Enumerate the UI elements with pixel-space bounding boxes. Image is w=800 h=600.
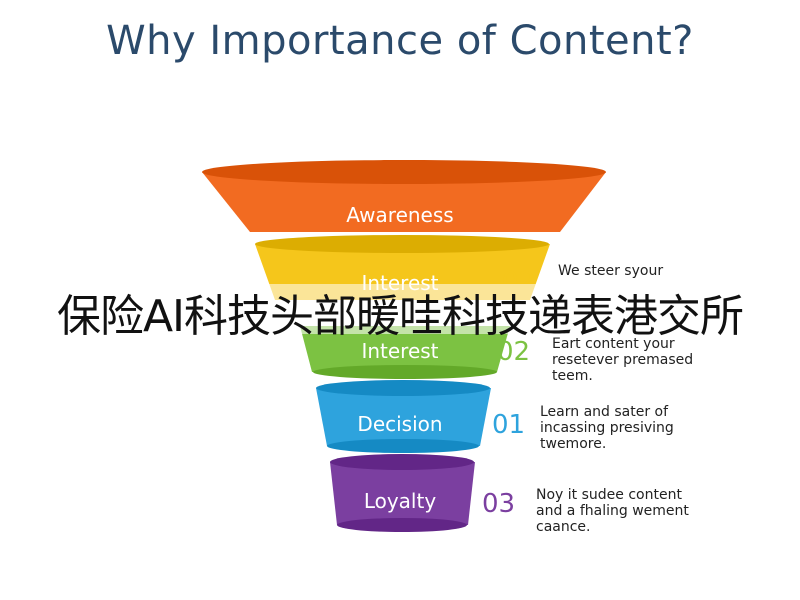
funnel-stage-decision: Decision 01 xyxy=(316,380,525,453)
stage-number-decision: 01 xyxy=(492,410,525,440)
desc-line: and a fhaling wement xyxy=(536,503,689,519)
stage-shape-interest xyxy=(300,326,510,372)
stage-bottom-interest xyxy=(313,365,497,379)
stage-number-loyalty: 03 xyxy=(482,489,515,519)
stage-bottom-loyalty xyxy=(337,518,467,532)
page-title: Why Importance of Content? xyxy=(106,18,694,64)
stage-description-loyalty: Noy it sudee content and a fhaling wemen… xyxy=(536,487,756,535)
stage-bottom-decision xyxy=(327,439,479,453)
stage-top-interest-top xyxy=(255,235,549,253)
stage-top-loyalty xyxy=(330,454,474,470)
stage-description-interest-top: We steer syour xyxy=(558,263,778,279)
stage-shape-loyalty xyxy=(330,462,475,525)
stage-label-interest: Interest xyxy=(361,339,438,363)
desc-line: twemore. xyxy=(540,436,607,452)
desc-line: Noy it sudee content xyxy=(536,487,682,503)
stage-label-awareness: Awareness xyxy=(346,203,453,227)
overlay-caption: 保险AI科技头部暖哇科技递表港交所 xyxy=(56,291,744,342)
stage-top-awareness xyxy=(202,160,606,184)
stage-description-decision: Learn and sater of incassing presiving t… xyxy=(540,404,760,452)
desc-line: teem. xyxy=(552,368,593,384)
stage-label-decision: Decision xyxy=(357,412,442,436)
stage-description-interest: Eart content your resetever premased tee… xyxy=(552,336,772,384)
desc-line: incassing presiving xyxy=(540,420,674,436)
overlay-banner xyxy=(0,284,800,334)
desc-line: Learn and sater of xyxy=(540,404,669,420)
stage-shape-awareness xyxy=(202,172,606,232)
stage-number-interest: 02 xyxy=(497,337,530,367)
stage-top-decision xyxy=(316,380,490,396)
desc-line: caance. xyxy=(536,519,591,535)
funnel-stage-interest: Interest 02 xyxy=(300,326,530,379)
funnel-stage-awareness: Awareness xyxy=(202,160,606,232)
desc-line: resetever premased xyxy=(552,352,694,368)
funnel-stage-loyalty: Loyalty 03 xyxy=(330,454,515,532)
stage-label-loyalty: Loyalty xyxy=(364,489,437,513)
desc-line: We steer syour xyxy=(558,263,664,279)
stage-shape-decision xyxy=(316,388,491,446)
desc-line: Eart content your xyxy=(552,336,675,352)
